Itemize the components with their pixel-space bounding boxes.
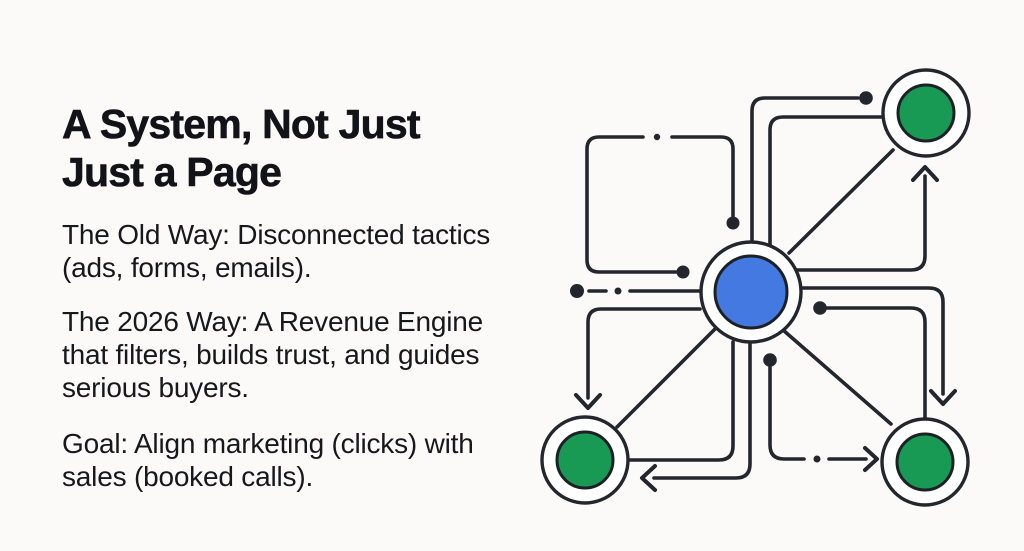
dot-bracket-top-dash (653, 133, 661, 141)
arrowhead-left-bottom-left (640, 464, 657, 492)
paragraph-goal: Goal: Align marketing (clicks) with sale… (62, 427, 474, 493)
dot-feeder-right-start (813, 301, 827, 315)
arrowhead-down-bottom-right (929, 389, 957, 406)
connector-bracket-left (585, 135, 678, 274)
spoke-top-right-core (896, 83, 956, 143)
arrowhead-down-bottom-left (574, 393, 602, 410)
goal-line-1: Goal: Align marketing (clicks) with (62, 428, 474, 459)
hub-node-core (713, 254, 789, 330)
connector-bottom-left-to-hub (627, 340, 735, 462)
new-way-line-1: The 2026 Way: A Revenue Engine (62, 306, 484, 337)
dot-top-end (859, 91, 873, 105)
connector-hub-to-top-right-diagonal (787, 148, 895, 255)
old-way-line-2: (ads, forms, emails). (62, 252, 312, 283)
dot-feeder-left-mid (614, 287, 622, 295)
hub-node (699, 240, 803, 344)
connector-hub-right-down-arrow (798, 286, 945, 396)
arrowhead-right-bottom-right (863, 446, 879, 472)
dot-bracket-right-end (726, 216, 740, 230)
spoke-bottom-left-core (555, 430, 615, 490)
connector-hub-up-to-dot (750, 96, 860, 245)
page-title-line-1: A System, Not Just (62, 101, 421, 148)
paragraph-2026-way: The 2026 Way: A Revenue Engine that filt… (62, 305, 483, 404)
connector-hub-down-left-arrow (652, 341, 752, 480)
connector-hub-up-to-top-right-node (768, 115, 885, 247)
connector-hub-right-up-arrow (795, 174, 927, 272)
spoke-bottom-right-core (895, 432, 955, 492)
connector-bracket-right (670, 135, 735, 218)
connector-hub-to-bottom-right-diagonal (781, 328, 893, 426)
new-way-line-2: that filters, builds trust, and guides (62, 339, 480, 370)
dot-bottom-feeder-mid (813, 455, 821, 463)
dot-bottom-feeder-start (763, 353, 777, 367)
spoke-node-top-right (881, 68, 971, 158)
connector-hub-to-bottom-left-elbow (586, 307, 702, 400)
new-way-line-3: serious buyers. (62, 372, 249, 403)
dot-feeder-left-start (570, 284, 584, 298)
goal-line-2: sales (booked calls). (62, 461, 314, 492)
page-title-line-2: Just a Page (62, 149, 282, 196)
connectors (570, 91, 957, 492)
page-title: A System, Not Just Just a Page (62, 100, 421, 196)
connector-bottom-feeder-elbow (768, 365, 806, 461)
connector-hub-to-bottom-left-diagonal (615, 327, 717, 429)
spoke-node-bottom-left (540, 415, 630, 505)
paragraph-old-way: The Old Way: Disconnected tactics (ads, … (62, 218, 490, 284)
dot-bracket-bottom-end (676, 265, 690, 279)
arrowhead-up-top-right (911, 165, 939, 182)
spoke-node-bottom-right (880, 417, 970, 507)
old-way-line-1: The Old Way: Disconnected tactics (62, 219, 491, 250)
connector-feeder-right-elbow (825, 306, 927, 420)
